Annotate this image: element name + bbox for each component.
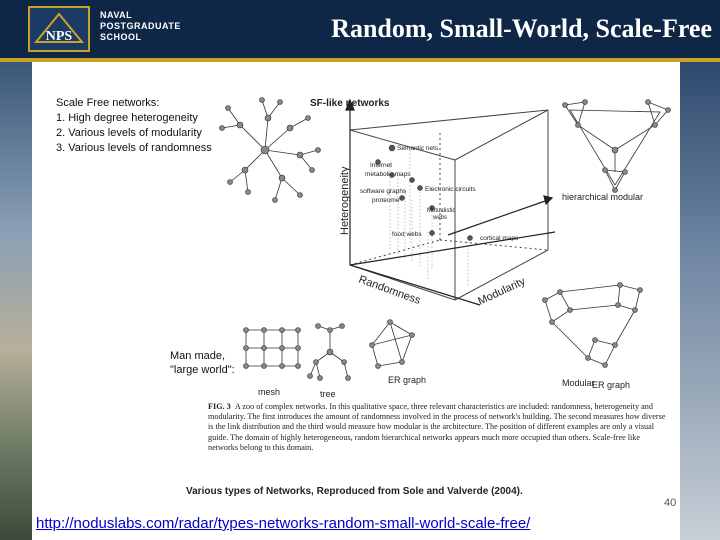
wordmark-line: NAVAL — [100, 10, 133, 20]
wordmark-line: POSTGRADUATE — [100, 21, 181, 31]
point-food-webs — [429, 230, 435, 236]
label-heterogeneity: Heterogeneity — [339, 166, 351, 235]
manmade-line-2: "large world": — [170, 364, 235, 376]
point-semantic-nets — [388, 144, 396, 152]
manmade-note: Man made, "large world": — [170, 349, 235, 377]
label-metabolic-maps: metabolic maps — [365, 171, 411, 178]
point-proteome — [399, 195, 405, 201]
label-er-graph: ER graph — [388, 375, 426, 385]
caption-label: FIG. 3 — [208, 402, 231, 411]
label-internet: Internet — [370, 162, 392, 169]
cube-frame — [349, 109, 549, 301]
label-er-graph-2: ER graph — [592, 380, 630, 390]
figure-credit: Various types of Networks, Reproduced fr… — [186, 486, 523, 497]
notes-item: 3. Various levels of randomness — [56, 142, 212, 154]
notes-heading: Scale Free networks: — [56, 97, 160, 109]
campus-photo-left — [0, 62, 32, 540]
point-mutualistic — [429, 205, 435, 211]
label-mutualistic-1: Mutualistic — [427, 208, 455, 214]
data-points — [375, 144, 473, 241]
er-graph-network — [371, 321, 413, 367]
page-number: 40 — [664, 497, 677, 509]
label-semantic-nets: Semantic nets — [397, 145, 439, 152]
point-electronic — [417, 185, 423, 191]
label-software-graphs: software graphs — [360, 188, 407, 195]
label-electronic-circuits: Electronic circuits — [425, 186, 476, 193]
mesh-network — [245, 329, 299, 367]
er-graph-nodes — [369, 319, 415, 369]
label-hierarchical-modular: hierarchical modular — [562, 192, 643, 202]
axis-arrows — [345, 98, 556, 306]
mesh-nodes — [243, 327, 301, 369]
hierarchical-modular-network — [564, 101, 669, 191]
source-link[interactable]: http://noduslabs.com/radar/types-network… — [36, 515, 531, 532]
point-cortical — [467, 235, 473, 241]
sf-tree-network — [221, 99, 319, 201]
label-modular: Modular — [562, 378, 595, 388]
label-sf-like: SF-like networks — [310, 98, 390, 109]
modular-er-nodes — [542, 282, 643, 368]
slide-title: Random, Small-World, Scale-Free — [331, 14, 712, 43]
notes-item: 2. Various levels of modularity — [56, 127, 202, 139]
notes-item: 1. High degree heterogeneity — [56, 112, 198, 124]
modular-er-network — [544, 284, 641, 366]
label-tree: tree — [320, 389, 336, 399]
label-cortical-maps: cortical maps — [480, 235, 519, 242]
label-food-webs: food webs — [392, 231, 422, 238]
header-stripe — [0, 58, 720, 62]
point-internet — [375, 159, 381, 165]
tree-nodes — [307, 323, 351, 381]
nps-seal-logo: NPS — [28, 6, 90, 52]
hierarchical-modular-nodes — [562, 99, 671, 193]
label-mesh: mesh — [258, 387, 280, 397]
campus-photo-right — [680, 62, 720, 540]
network-zoo-figure: SF-like networks Heterogeneity Randomnes… — [219, 97, 671, 399]
seal-text: NPS — [46, 29, 73, 44]
content-panel — [32, 62, 680, 540]
point-metabolic — [389, 172, 395, 178]
sf-tree-nodes — [219, 97, 321, 203]
figure-caption: FIG. 3 A zoo of complex networks. In thi… — [208, 402, 668, 453]
caption-text: A zoo of complex networks. In this quali… — [208, 402, 666, 452]
label-modularity: Modularity — [476, 275, 528, 308]
label-mutualistic-2: webs — [432, 215, 447, 221]
point-software — [409, 177, 415, 183]
wordmark-line: SCHOOL — [100, 32, 142, 42]
label-proteome: proteome — [372, 197, 400, 204]
manmade-line-1: Man made, — [170, 350, 226, 362]
scale-free-notes: Scale Free networks: 1. High degree hete… — [56, 96, 212, 156]
